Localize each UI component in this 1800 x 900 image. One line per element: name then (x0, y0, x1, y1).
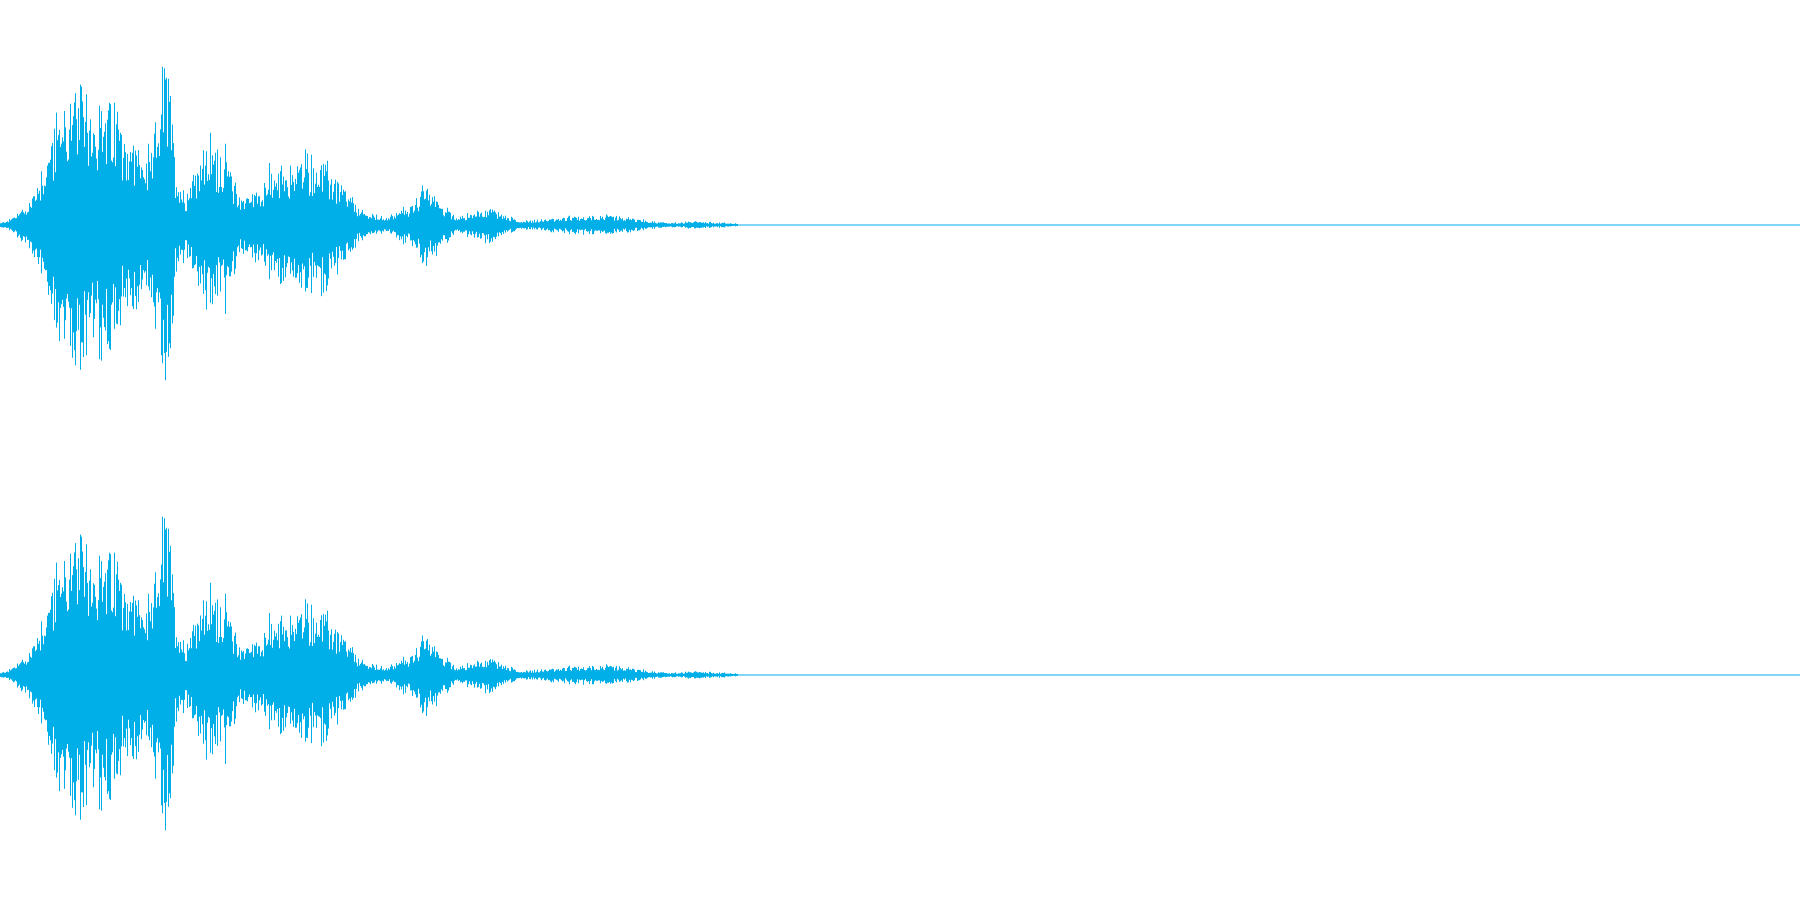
waveform-signal-2 (0, 516, 738, 831)
waveform-signal-1 (0, 66, 738, 381)
waveform-channel-1-plot (0, 66, 1800, 381)
waveform-channel-1 (0, 66, 1800, 381)
waveform-channel-2-plot (0, 516, 1800, 831)
waveform-channel-2 (0, 450, 1800, 900)
